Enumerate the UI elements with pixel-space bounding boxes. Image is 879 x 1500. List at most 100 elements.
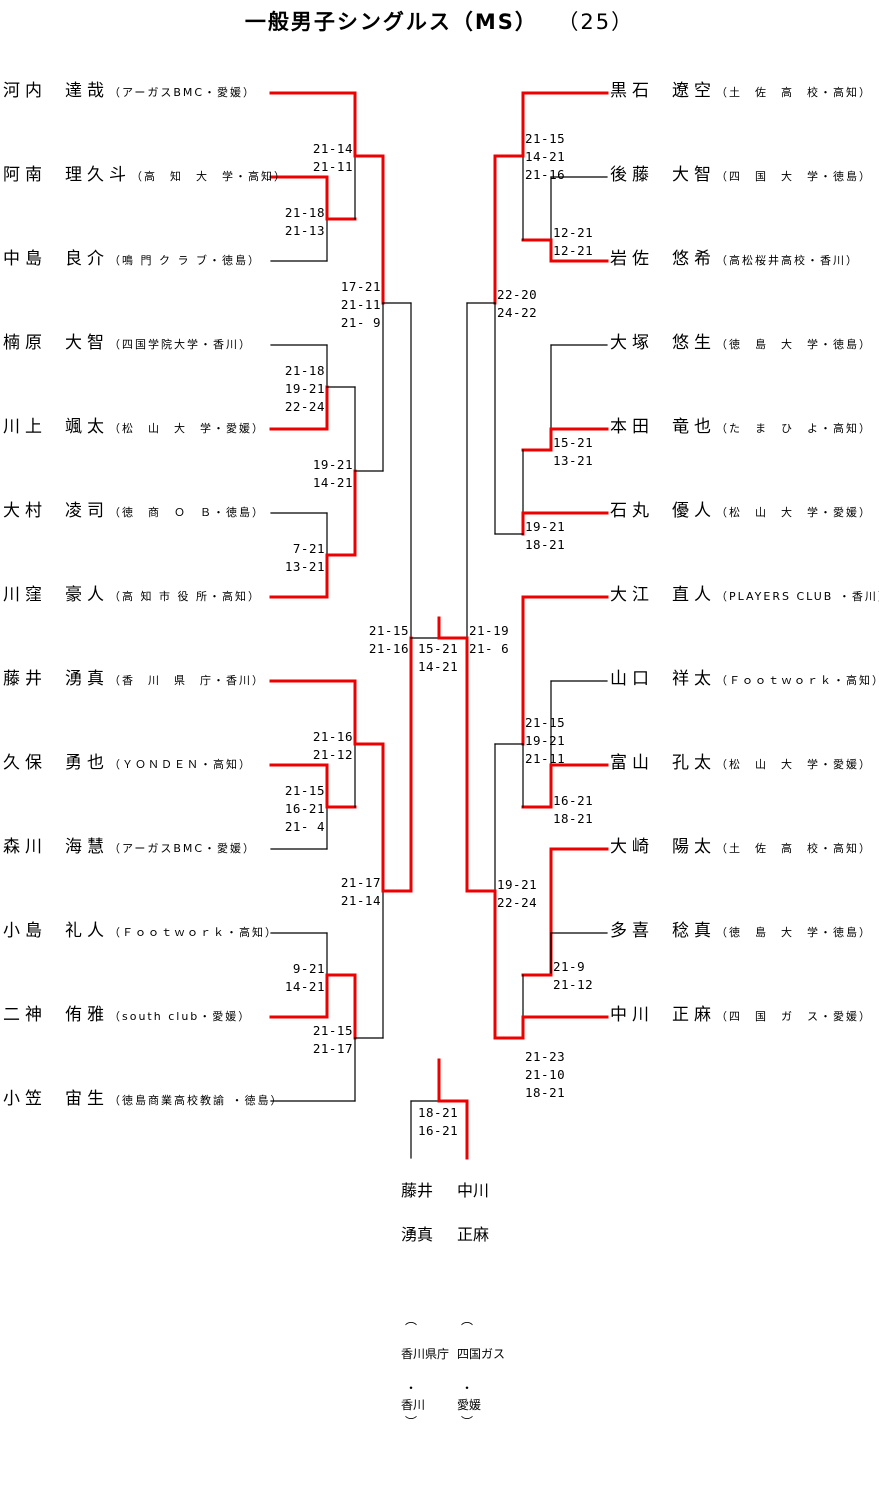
player-given-name: 孔太 [672,753,716,773]
player-family-name: 大江 [610,585,654,605]
match-score: 18-21 16-21 [418,1105,459,1138]
player-family-name: 本田 [610,417,654,437]
player-given-name: 優人 [672,501,716,521]
match-score: 21-18 21-13 [284,205,325,238]
match-score: 21-15 21-17 [312,1023,353,1056]
player-entry: 大村凌司（徳 商 Ｏ Ｂ・徳島） [3,501,265,523]
player-entry: 小笠宙生（徳島商業高校教諭 ・徳島） [3,1089,284,1111]
player-given-name: 竜也 [672,417,716,437]
match-score: 15-21 13-21 [553,435,594,468]
match-score: 17-21 21-11 21- 9 [340,279,381,330]
player-affiliation: （徳島商業高校教諭 ・徳島） [109,1094,284,1107]
match-score: 22-20 24-22 [497,287,538,320]
player-affiliation: （四 国 大 学・徳島） [716,170,872,183]
player-entry: 久保勇也（ＹＯＮＤＥＮ・高知） [3,753,252,775]
player-entry: 小島礼人（Ｆｏｏｔｗｏｒｋ・高知） [3,921,278,943]
player-given-name: 悠希 [672,249,716,269]
player-family-name: 川窪 [3,585,47,605]
player-entry: 富山孔太（松 山 大 学・愛媛） [610,753,872,775]
player-family-name: 後藤 [610,165,654,185]
player-given-name: 直人 [672,585,716,605]
player-affiliation: （徳 島 大 学・徳島） [716,338,872,351]
player-affiliation: （south club・愛媛） [109,1010,252,1023]
match-score: 21-23 21-10 18-21 [525,1049,566,1100]
match-score: 12-21 12-21 [553,225,594,258]
player-family-name: 大村 [3,501,47,521]
player-affiliation: （徳 島 大 学・徳島） [716,926,872,939]
player-family-name: 二神 [3,1005,47,1025]
player-given-name: 侑雅 [65,1005,109,1025]
player-entry: 藤井湧真（香 川 県 庁・香川） [3,669,265,691]
player-family-name: 阿南 [3,165,47,185]
player-affiliation: （Ｆｏｏｔｗｏｒｋ・高知） [716,674,879,687]
player-given-name: 礼人 [65,921,109,941]
player-entry: 岩佐悠希（高松桜井高校・香川） [610,249,859,271]
match-score: 7-21 13-21 [284,541,325,574]
player-given-name: 陽太 [672,837,716,857]
player-given-name: 海慧 [65,837,109,857]
player-affiliation: （アーガスBMC・愛媛） [109,86,257,99]
player-given-name: 良介 [65,249,109,269]
player-entry: 石丸優人（松 山 大 学・愛媛） [610,501,872,523]
player-affiliation: （高 知 大 学・高知） [131,170,287,183]
player-entry: 森川海慧（アーガスBMC・愛媛） [3,837,256,859]
player-affiliation: （松 山 大 学・愛媛） [716,506,872,519]
player-affiliation: （た ま ひ よ・高知） [716,422,872,435]
player-given-name: 悠生 [672,333,716,353]
player-family-name: 大崎 [610,837,654,857]
player-family-name: 石丸 [610,501,654,521]
player-family-name: 川上 [3,417,47,437]
player-family-name: 森川 [3,837,47,857]
player-entry: 楠原大智（四国学院大学・香川） [3,333,252,355]
player-affiliation: （PLAYERS CLUB ・香川） [716,590,879,603]
match-score: 21-15 21-16 [368,623,409,656]
player-given-name: 正麻 [672,1005,716,1025]
player-family-name: 中川 [610,1005,654,1025]
match-score: 16-21 18-21 [553,793,594,826]
entry-count: （25） [567,10,635,34]
player-entry: 黒石遼空（土 佐 高 校・高知） [610,81,872,103]
player-entry: 川窪豪人（高 知 市 役 所・高知） [3,585,261,607]
player-affiliation: （松 山 大 学・愛媛） [109,422,265,435]
player-affiliation: （四国学院大学・香川） [109,338,252,351]
player-given-name: 祥太 [672,669,716,689]
player-given-name: 大智 [672,165,716,185]
player-affiliation: （鳴 門 ク ラ ブ・徳島） [109,254,261,267]
player-family-name: 藤井 [3,669,47,689]
player-affiliation: （土 佐 高 校・高知） [716,842,872,855]
player-family-name: 黒石 [610,81,654,101]
player-family-name: 富山 [610,753,654,773]
player-given-name: 豪人 [65,585,109,605]
player-affiliation: （アーガスBMC・愛媛） [109,842,257,855]
match-score: 21-14 21-11 [312,141,353,174]
player-entry: 中島良介（鳴 門 ク ラ ブ・徳島） [3,249,261,271]
player-family-name: 小笠 [3,1089,47,1109]
match-score: 21-19 21- 6 [469,623,510,656]
player-entry: 阿南理久斗（高 知 大 学・高知） [3,165,287,187]
player-given-name: 稔真 [672,921,716,941]
match-score: 19-21 18-21 [525,519,566,552]
player-affiliation: （ＹＯＮＤＥＮ・高知） [109,758,252,771]
player-family-name: 山口 [610,669,654,689]
match-score: 21-17 21-14 [340,875,381,908]
player-entry: 大塚悠生（徳 島 大 学・徳島） [610,333,872,355]
match-score: 21-16 21-12 [312,729,353,762]
player-affiliation: （Ｆｏｏｔｗｏｒｋ・高知） [109,926,278,939]
player-affiliation: （土 佐 高 校・高知） [716,86,872,99]
match-score: 21-18 19-21 22-24 [284,363,325,414]
player-given-name: 凌司 [65,501,109,521]
player-given-name: 遼空 [672,81,716,101]
player-entry: 河内達哉（アーガスBMC・愛媛） [3,81,256,103]
page-title: 一般男子シングルス（MS）（25） [0,6,879,36]
player-entry: 大江直人（PLAYERS CLUB ・香川） [610,585,879,607]
final-right-name: 中川 正麻 [457,1181,490,1244]
player-entry: 中川正麻（四 国 ガ ス・愛媛） [610,1005,872,1027]
match-score: 21-15 16-21 21- 4 [284,783,325,834]
player-given-name: 勇也 [65,753,109,773]
player-entry: 二神侑雅（south club・愛媛） [3,1005,251,1027]
player-family-name: 楠原 [3,333,47,353]
match-score: 21-9 21-12 [553,959,594,992]
player-family-name: 多喜 [610,921,654,941]
player-affiliation: （徳 商 Ｏ Ｂ・徳島） [109,506,265,519]
